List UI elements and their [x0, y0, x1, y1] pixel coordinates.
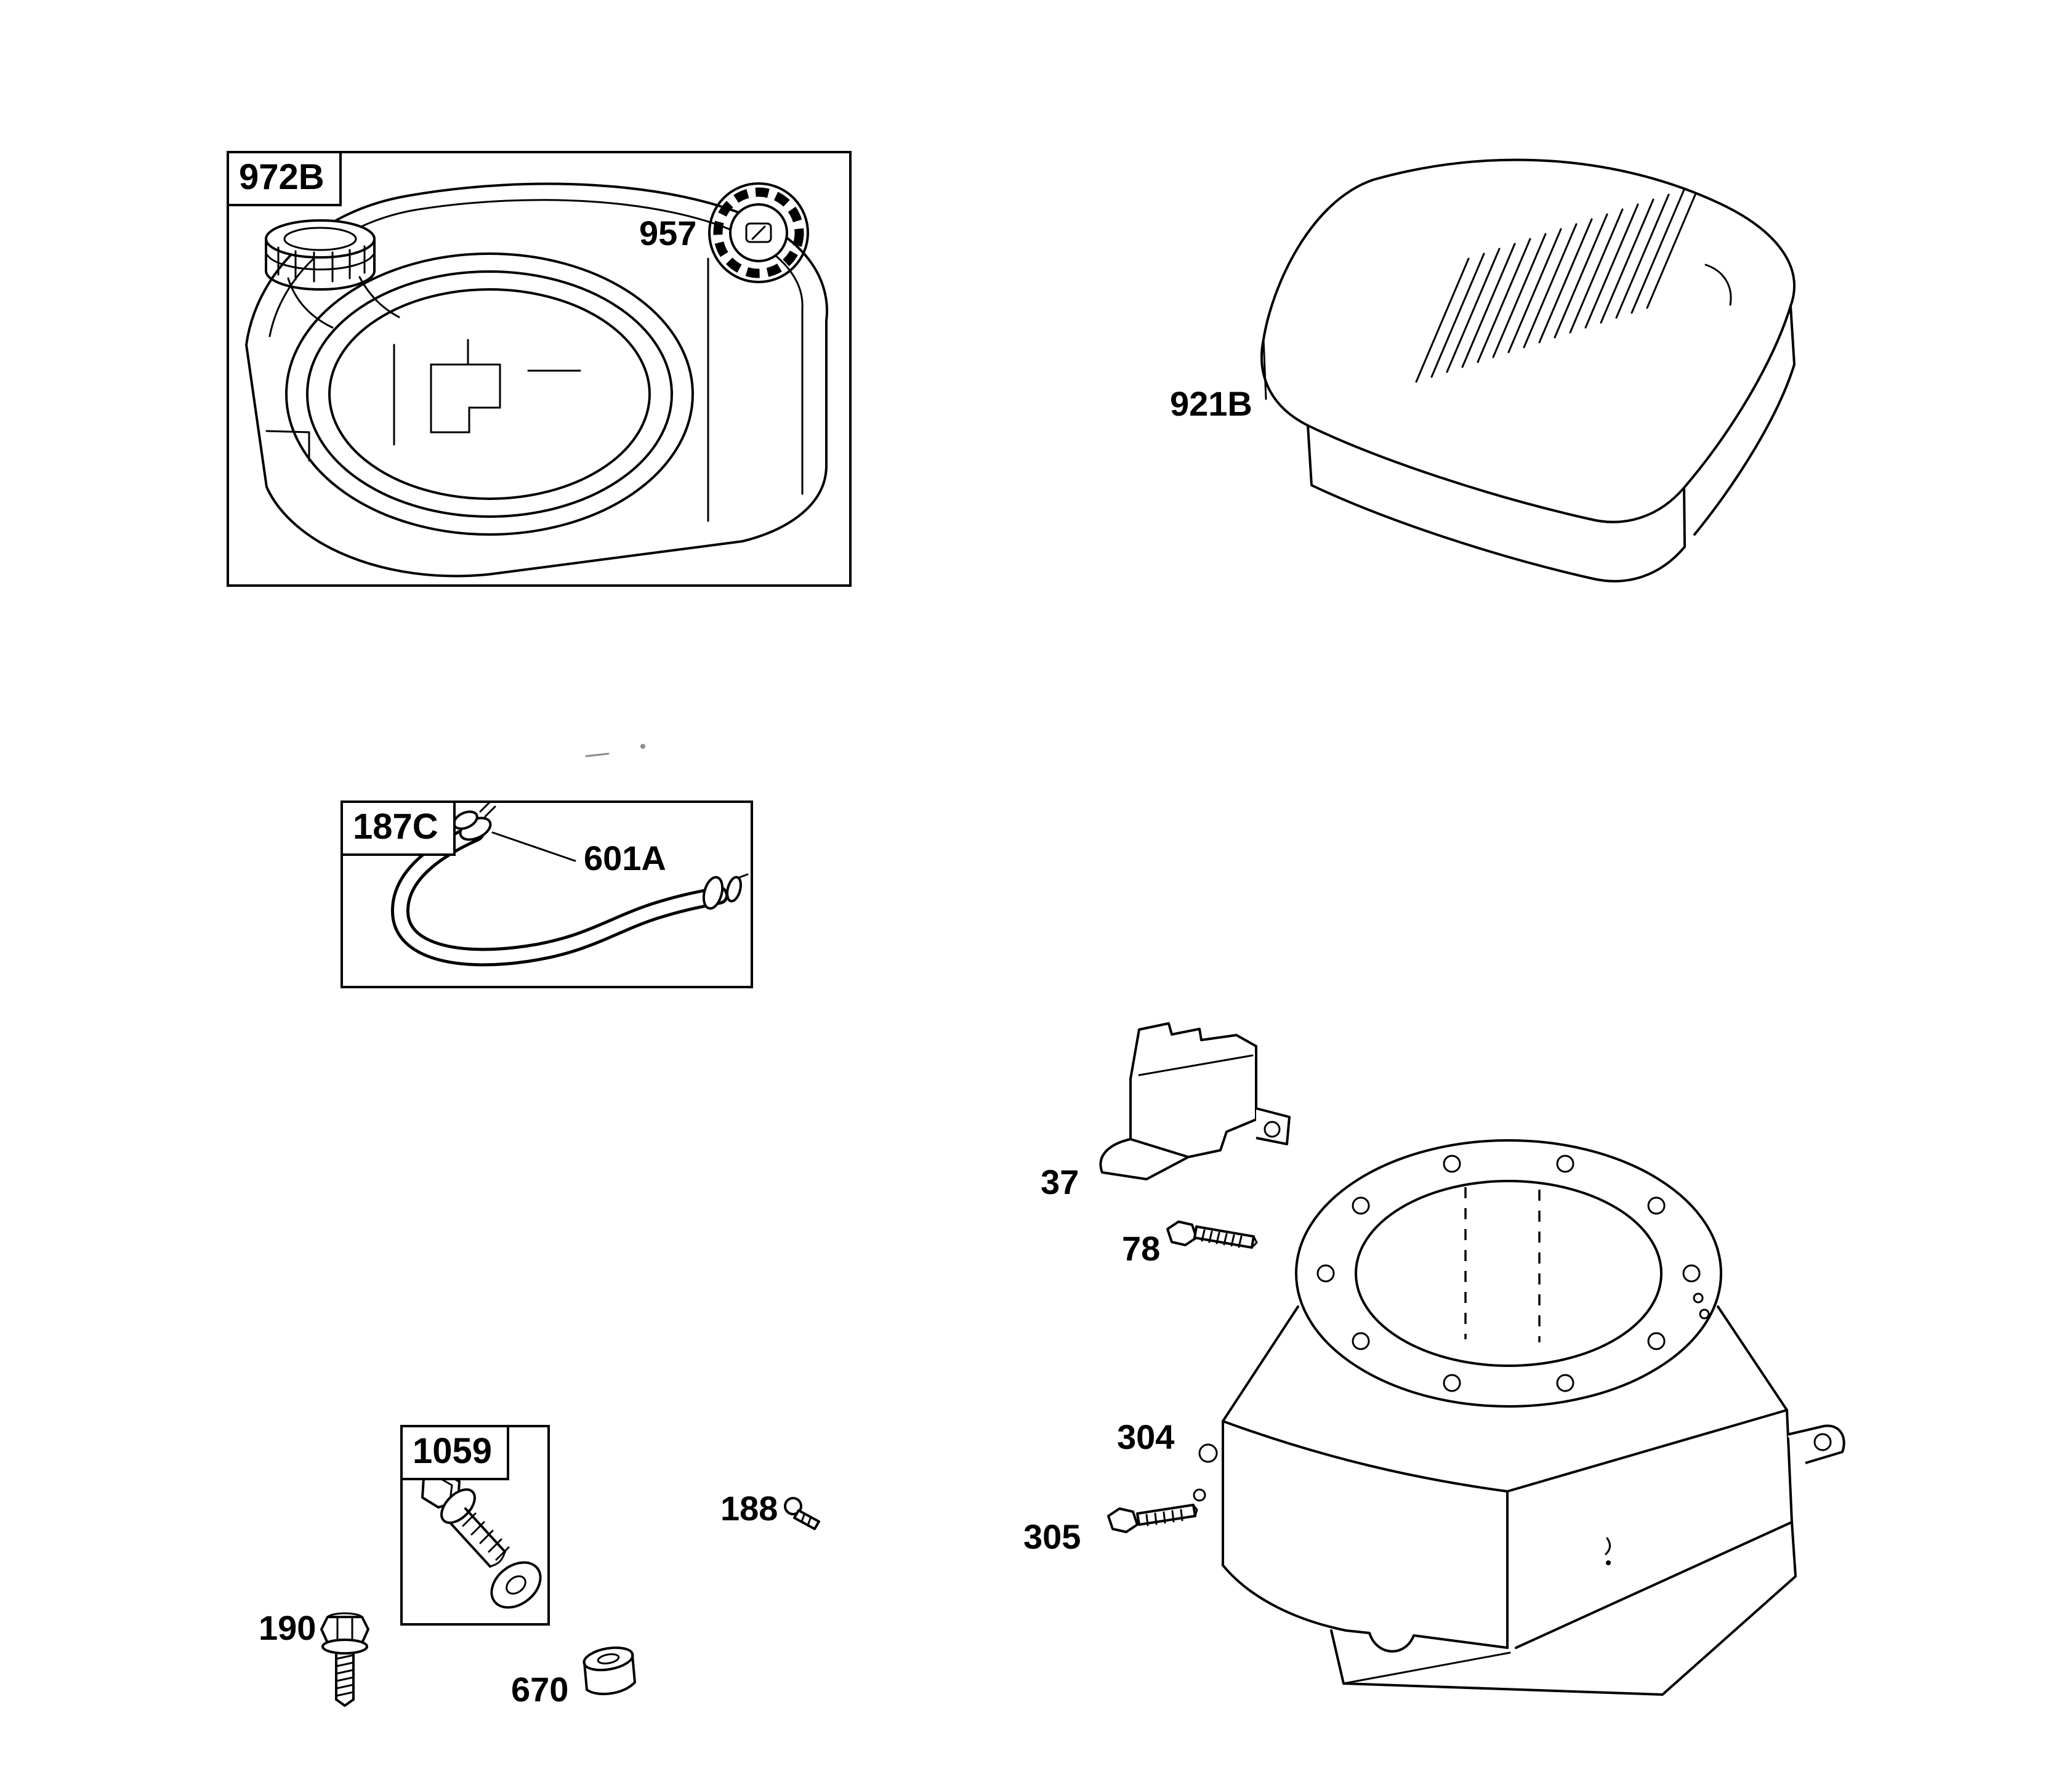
part-label-1059: 1059 — [403, 1427, 510, 1480]
part-label-188: 188 — [720, 1489, 778, 1528]
part-label-921b: 921B — [1170, 384, 1252, 423]
part-label-305: 305 — [1023, 1517, 1081, 1556]
group-box-1059: 1059 — [400, 1425, 550, 1626]
group-box-972b: 972B — [227, 151, 852, 587]
part-label-187c: 187C — [343, 803, 456, 856]
leader-line-601a — [491, 831, 576, 862]
spacer-670-drawing — [582, 1646, 636, 1696]
fuel-line-drawing — [391, 800, 749, 967]
screw-78-drawing — [1166, 1220, 1258, 1249]
part-label-957: 957 — [639, 214, 697, 252]
part-label-304: 304 — [1117, 1417, 1175, 1456]
part-label-972b: 972B — [229, 153, 342, 206]
blower-cover-drawing — [1260, 158, 1796, 583]
part-label-78: 78 — [1122, 1229, 1161, 1268]
fuel-cap-drawing — [708, 182, 809, 283]
blower-housing-drawing — [1193, 1139, 1845, 1696]
part-label-601a: 601A — [584, 839, 666, 877]
group-box-187c: 187C — [341, 800, 753, 988]
screw-188-drawing — [784, 1497, 820, 1530]
fuel-tank-drawing — [245, 182, 828, 578]
scan-artifact — [585, 744, 645, 757]
part-label-37: 37 — [1041, 1163, 1079, 1201]
baffle-drawing — [1099, 1022, 1291, 1180]
part-label-670: 670 — [511, 1670, 569, 1709]
screw-305-drawing — [1107, 1504, 1198, 1533]
part-label-190: 190 — [259, 1608, 316, 1647]
bolt-190-drawing — [320, 1612, 369, 1707]
